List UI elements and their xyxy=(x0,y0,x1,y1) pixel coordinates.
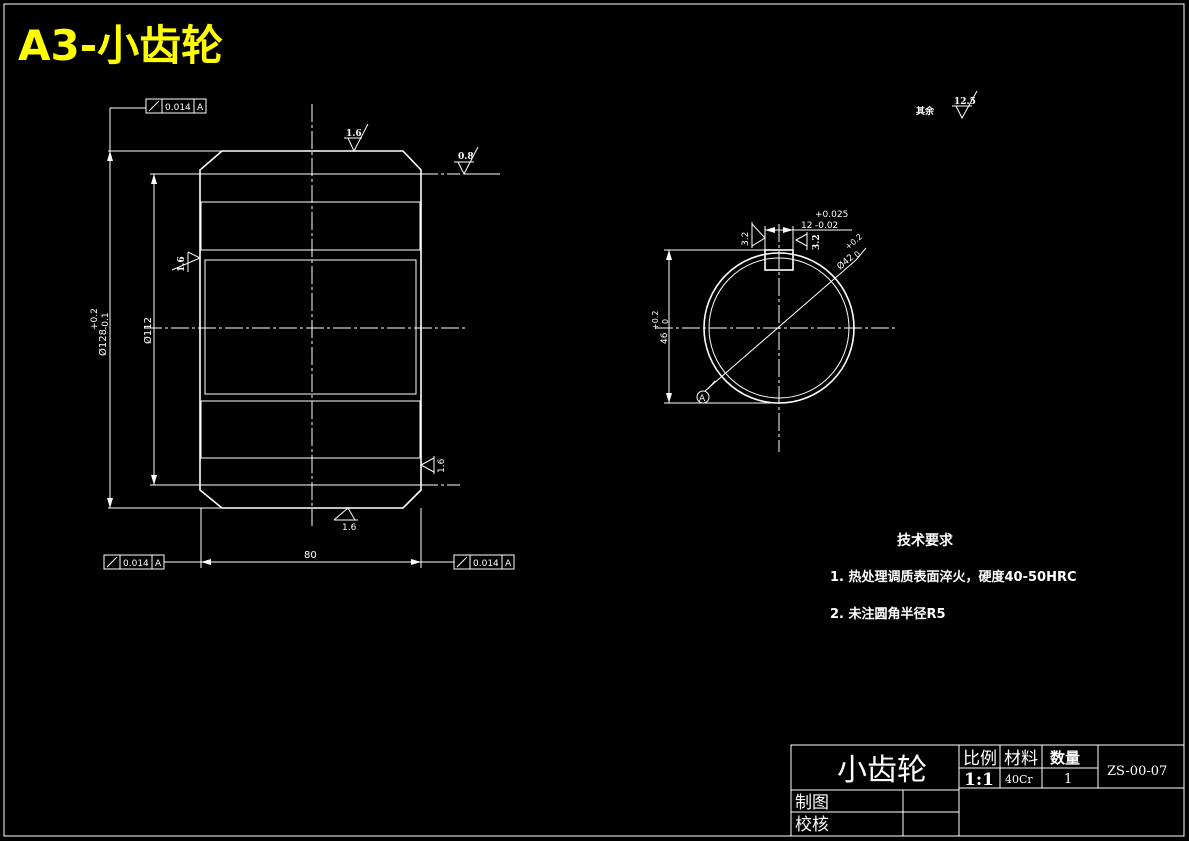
other-roughness-label: 其余 xyxy=(916,105,935,117)
roughness-keyway-right: 3.2 xyxy=(794,232,822,250)
title-scale: 1:1 xyxy=(964,770,994,790)
roughness-symbol-right-top: 0.8 xyxy=(454,146,500,176)
keyway xyxy=(764,249,794,271)
other-roughness-value: 12.5 xyxy=(954,97,976,107)
dim-outer-tol-lower: -0.1 xyxy=(101,312,111,330)
roughness-symbol-top: 1.6 xyxy=(344,123,369,153)
tolerance-datum-top: A xyxy=(197,103,204,113)
tech-heading: 技术要求 xyxy=(897,532,954,549)
hatch-bottom xyxy=(200,400,421,459)
svg-text:1.6: 1.6 xyxy=(177,256,187,272)
svg-text:1.6: 1.6 xyxy=(346,129,362,139)
svg-text:-0.02: -0.02 xyxy=(815,221,838,231)
tech-item-1: 1. 热处理调质表面淬火，硬度40-50HRC xyxy=(830,569,1077,585)
title-part-name: 小齿轮 xyxy=(837,753,927,788)
dim-outer-dia: Ø128 xyxy=(97,329,109,356)
svg-text:+0.2: +0.2 xyxy=(651,311,660,330)
sheet-border xyxy=(3,3,1185,837)
key-height: 46 xyxy=(660,332,670,344)
title-scale-label: 比例 xyxy=(963,749,997,769)
title-drawn-by: 制图 xyxy=(795,793,829,813)
hatch-top xyxy=(200,201,421,251)
section-view: Ø128 +0.2 -0.1 Ø112 80 0.014 A xyxy=(90,98,515,570)
keyway-width: 12 xyxy=(801,221,812,231)
tolerance-frame-bottom-left: 0.014 A xyxy=(103,554,201,570)
tolerance-value-bl: 0.014 xyxy=(123,559,149,569)
svg-text:0.8: 0.8 xyxy=(458,152,474,162)
svg-text:0: 0 xyxy=(853,249,863,259)
roughness-symbol-left-bore: 1.6 xyxy=(171,251,202,272)
gear-outer-profile xyxy=(199,150,422,509)
bore xyxy=(204,259,417,395)
roughness-symbol-right-bottom: 1.6 xyxy=(419,456,447,474)
svg-text:1.6: 1.6 xyxy=(342,523,357,533)
dim-inner-dia: Ø112 xyxy=(142,317,154,344)
title-quantity-label: 数量 xyxy=(1050,749,1080,767)
roughness-keyway-left: 3.2 xyxy=(741,222,766,248)
tolerance-frame-top: 0.014 A xyxy=(109,98,207,151)
sheet-title: A3-小齿轮 xyxy=(18,21,223,70)
svg-text:0: 0 xyxy=(661,319,670,324)
tech-requirements: 技术要求 1. 热处理调质表面淬火，硬度40-50HRC 2. 未注圆角半径R5 xyxy=(830,532,1077,622)
title-material-label: 材料 xyxy=(1004,749,1038,769)
other-roughness: 其余 12.5 xyxy=(916,90,978,120)
title-material: 40Cr xyxy=(1005,773,1033,786)
bore-dia: Ø42 xyxy=(835,252,856,272)
title-quantity: 1 xyxy=(1064,772,1072,787)
svg-text:+0.2: +0.2 xyxy=(844,232,865,251)
end-view: Ø42 +0.2 0 A 46 +0.2 0 12 +0.025 -0.02 3… xyxy=(651,210,898,452)
roughness-symbol-bottom: 1.6 xyxy=(333,507,358,533)
svg-text:3.2: 3.2 xyxy=(812,234,822,250)
tolerance-frame-bottom-right: 0.014 A xyxy=(421,554,515,570)
tolerance-value-top: 0.014 xyxy=(165,103,191,113)
tech-item-2: 2. 未注圆角半径R5 xyxy=(830,606,946,622)
svg-text:3.2: 3.2 xyxy=(741,232,751,246)
datum-label: A xyxy=(699,394,706,404)
title-block: 小齿轮 比例 材料 数量 1:1 40Cr 1 ZS-00-07 制图 校核 xyxy=(790,744,1185,837)
tolerance-datum-br: A xyxy=(505,559,512,569)
dim-width: 80 xyxy=(304,550,317,561)
title-drawing-no: ZS-00-07 xyxy=(1107,764,1167,779)
svg-text:1.6: 1.6 xyxy=(437,458,447,473)
svg-text:+0.025: +0.025 xyxy=(815,210,848,220)
tolerance-datum-bl: A xyxy=(155,559,162,569)
dim-outer-tol-upper: +0.2 xyxy=(90,308,100,330)
tolerance-value-br: 0.014 xyxy=(473,559,499,569)
title-checked-by: 校核 xyxy=(795,815,829,835)
